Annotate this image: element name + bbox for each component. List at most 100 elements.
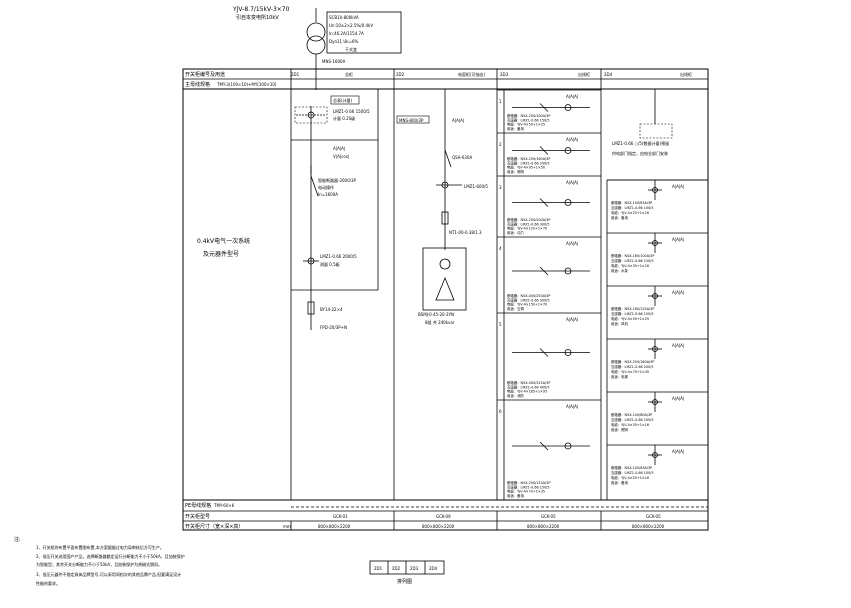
col2-capacitor-box bbox=[422, 247, 467, 311]
col1-meter-tag: 总表(计量) bbox=[333, 97, 353, 103]
col3-ct-ring bbox=[564, 267, 572, 275]
col2-tag: MNS-800/3P bbox=[399, 118, 424, 123]
col3-feeder-index: 5 bbox=[499, 322, 502, 327]
col3-feeder-index: 3 bbox=[499, 185, 502, 190]
col3-feeder-line: 用途：照明 bbox=[507, 169, 525, 174]
col3-breaker-blade bbox=[539, 266, 549, 276]
col2-capacitor-note: 8组 共 240kvar bbox=[425, 319, 455, 325]
busbar-value: TMY-3(100×10)+MY(100×10) bbox=[216, 82, 277, 87]
col4-feeder-line: 电缆：YJV-4×25+1×16 bbox=[611, 210, 649, 215]
col3-feeder-line: 电缆：YJV-4×70+1×35 bbox=[507, 489, 545, 494]
col4-model: GCK-05 bbox=[646, 514, 661, 519]
col3-feeder-line: 互感器：LMZ1-0.66 150/5 bbox=[507, 117, 549, 122]
col4-ct-ring bbox=[652, 240, 658, 246]
dims-label: 开关柜尺寸（宽×深×高） bbox=[185, 523, 243, 530]
col4-dims: 800×800×2200 bbox=[632, 524, 665, 529]
col3-feeder-line: 互感器：LMZ1-0.66 300/5 bbox=[507, 297, 549, 302]
col4-feeder-meters: A|A|A| bbox=[672, 237, 684, 242]
col4-no: 2D4 bbox=[604, 72, 613, 77]
col2-no: 2D2 bbox=[396, 72, 405, 77]
col1-ct-top: LMZ1-0.66 1500/5 bbox=[333, 109, 370, 114]
col3-breaker-blade bbox=[539, 198, 549, 207]
col1-ct-bottom: LMZ1-0.66 2000/5 bbox=[320, 254, 357, 259]
transformer-source: 引自本变电所10kV bbox=[236, 14, 279, 21]
dims-unit: mm bbox=[283, 524, 291, 529]
col3-feeder-index: 4 bbox=[499, 246, 502, 251]
col3-use: 出线柜 bbox=[578, 71, 590, 77]
system-label-2: 及元器件型号 bbox=[203, 250, 239, 258]
col3-feeder-meters: A|A|A| bbox=[566, 137, 578, 142]
col1-breaker: 智能断路器-2000/3P bbox=[318, 177, 357, 183]
transformer-spec-box bbox=[326, 11, 402, 54]
cabinet-model-label: 开关柜型号 bbox=[185, 513, 210, 520]
transformer-current: In:46.2A/1154.7A bbox=[329, 31, 364, 36]
col3-feeder-line: 互感器：LMZ1-0.66 400/5 bbox=[507, 384, 549, 389]
transformer-block: YJV-8.7/15kV-3×70 引自本变电所10kV SCB10-800kV… bbox=[232, 6, 402, 70]
col3-model: GCK-05 bbox=[541, 514, 556, 519]
system-label-1: 0.4kV电气一次系统 bbox=[197, 237, 250, 245]
col4-ct-ring bbox=[652, 399, 658, 405]
col2-model: GCK-09 bbox=[436, 514, 451, 519]
col3-feeder-meters: A|A|A| bbox=[566, 404, 578, 409]
col3-ct-ring bbox=[564, 104, 572, 111]
col1-dims: 800×800×2200 bbox=[318, 524, 351, 529]
col3-breaker-blade bbox=[539, 103, 549, 112]
col1-ct-bottom-ring bbox=[307, 257, 315, 265]
col3-ct-ring bbox=[564, 147, 572, 154]
col3-feeder-meters: A|A|A| bbox=[566, 94, 578, 99]
col1-no: 2D1 bbox=[291, 72, 300, 77]
note-2: 2、低压开关选用国产产品，选择断路器额定运行分断能力不小于50kA，且加装保护 bbox=[36, 553, 185, 559]
col3-feeder-line: 用途：空调 bbox=[507, 306, 525, 311]
col4-feeder-line: 电缆：YJV-4×70+1×35 bbox=[611, 369, 649, 374]
col1-breaker-in: In=1600A bbox=[318, 192, 338, 197]
col4-ct-ring bbox=[652, 187, 658, 193]
col3-feeder-line: 断路器：NSX-400/315A/3P bbox=[507, 380, 550, 385]
col4-feeder-line: 用途：电梯 bbox=[611, 374, 629, 379]
col4-feeder-line: 互感器：LMZ1-0.66 100/5 bbox=[611, 205, 653, 210]
col4-feeder-line: 断路器：NSX-100/63A/3P bbox=[611, 200, 652, 205]
col4-feeder-line: 断路器：NSX-160/100A/3P bbox=[611, 253, 654, 258]
col1-breaker-note: 电动操作 bbox=[318, 184, 334, 190]
col4-ct-box bbox=[639, 123, 673, 139]
col3-feeder-line: 断路器：NSX-250/125A/3P bbox=[507, 480, 550, 485]
col3-feeder-line: 电缆：YJV-4×50+1×25 bbox=[507, 122, 545, 127]
col2-dims: 800×800×2200 bbox=[422, 524, 455, 529]
footer-frame bbox=[182, 499, 709, 531]
col1-ct-top-ring bbox=[307, 111, 315, 119]
layout-caption: 排列图 bbox=[397, 578, 412, 585]
transformer-vector: Dyn11 Uk=6% bbox=[329, 39, 358, 44]
transformer-cable: YJV-8.7/15kV-3×70 bbox=[232, 6, 290, 13]
col2-ct: LMZ1-600/5 bbox=[464, 184, 488, 189]
col1-meters2: V|A|cos| bbox=[333, 154, 349, 159]
transformer-type: 干式变 bbox=[345, 46, 357, 52]
col3-feeder-line: 用途：消防 bbox=[507, 393, 525, 398]
col3-feeder-meters: A|A|A| bbox=[566, 180, 578, 185]
col4-feeder-line: 断路器：NSX-100/63A/3P bbox=[611, 465, 652, 470]
cabinet-no-label: 开关柜编号及用途 bbox=[185, 71, 225, 78]
layout-cell-1: 2D1 bbox=[374, 566, 383, 571]
col3-dims: 800×800×2200 bbox=[527, 524, 560, 529]
col4-feeder-line: 电缆：YJV-4×50+1×25 bbox=[611, 316, 649, 321]
busbar-tag: MNS-1600A bbox=[322, 59, 346, 64]
col1-content: 总表(计量) LMZ1-0.66 1500/5 计量 0.2S级 A|A|A| … bbox=[294, 95, 370, 330]
col1-ct-bottom-note: 测量 0.5级 bbox=[320, 261, 340, 267]
col2-capacitor-symbol bbox=[435, 276, 455, 301]
col3-feeder-line: 互感器：LMZ1-0.66 150/5 bbox=[507, 484, 549, 489]
col2-fuse-symbol bbox=[441, 211, 449, 225]
layout-cell-3: 2D3 bbox=[410, 566, 419, 571]
col3-feeder-line: 断路器：NSX-400/250A/3P bbox=[507, 293, 550, 298]
layout-table: 2D1 2D2 2D3 2D4 排列图 bbox=[369, 560, 445, 585]
col4-ct-ring bbox=[652, 346, 658, 352]
col1-meter-tag-box bbox=[330, 95, 360, 105]
col2-ct-ring bbox=[441, 181, 449, 189]
col3-feeder-line: 断路器：NSX-250/160A/3P bbox=[507, 156, 550, 161]
col4-ct-ring bbox=[652, 452, 658, 458]
col4-feeder-line: 用途：照明 bbox=[611, 427, 629, 432]
note-2b: 为智能型；其余开关分断能力不小于50kA，且加装保护为热磁式脱扣。 bbox=[36, 561, 162, 567]
col3-feeder-line: 电缆：YJV-4×120+1×70 bbox=[507, 226, 547, 231]
col4-feeder-line: 电缆：YJV-4×35+1×16 bbox=[611, 263, 649, 268]
transformer-model: SCB10-800kVA bbox=[329, 15, 359, 20]
col1-arrester: BY14-22×4 bbox=[320, 307, 343, 312]
col3-feeder-line: 互感器：LMZ1-0.66 200/5 bbox=[507, 160, 549, 165]
